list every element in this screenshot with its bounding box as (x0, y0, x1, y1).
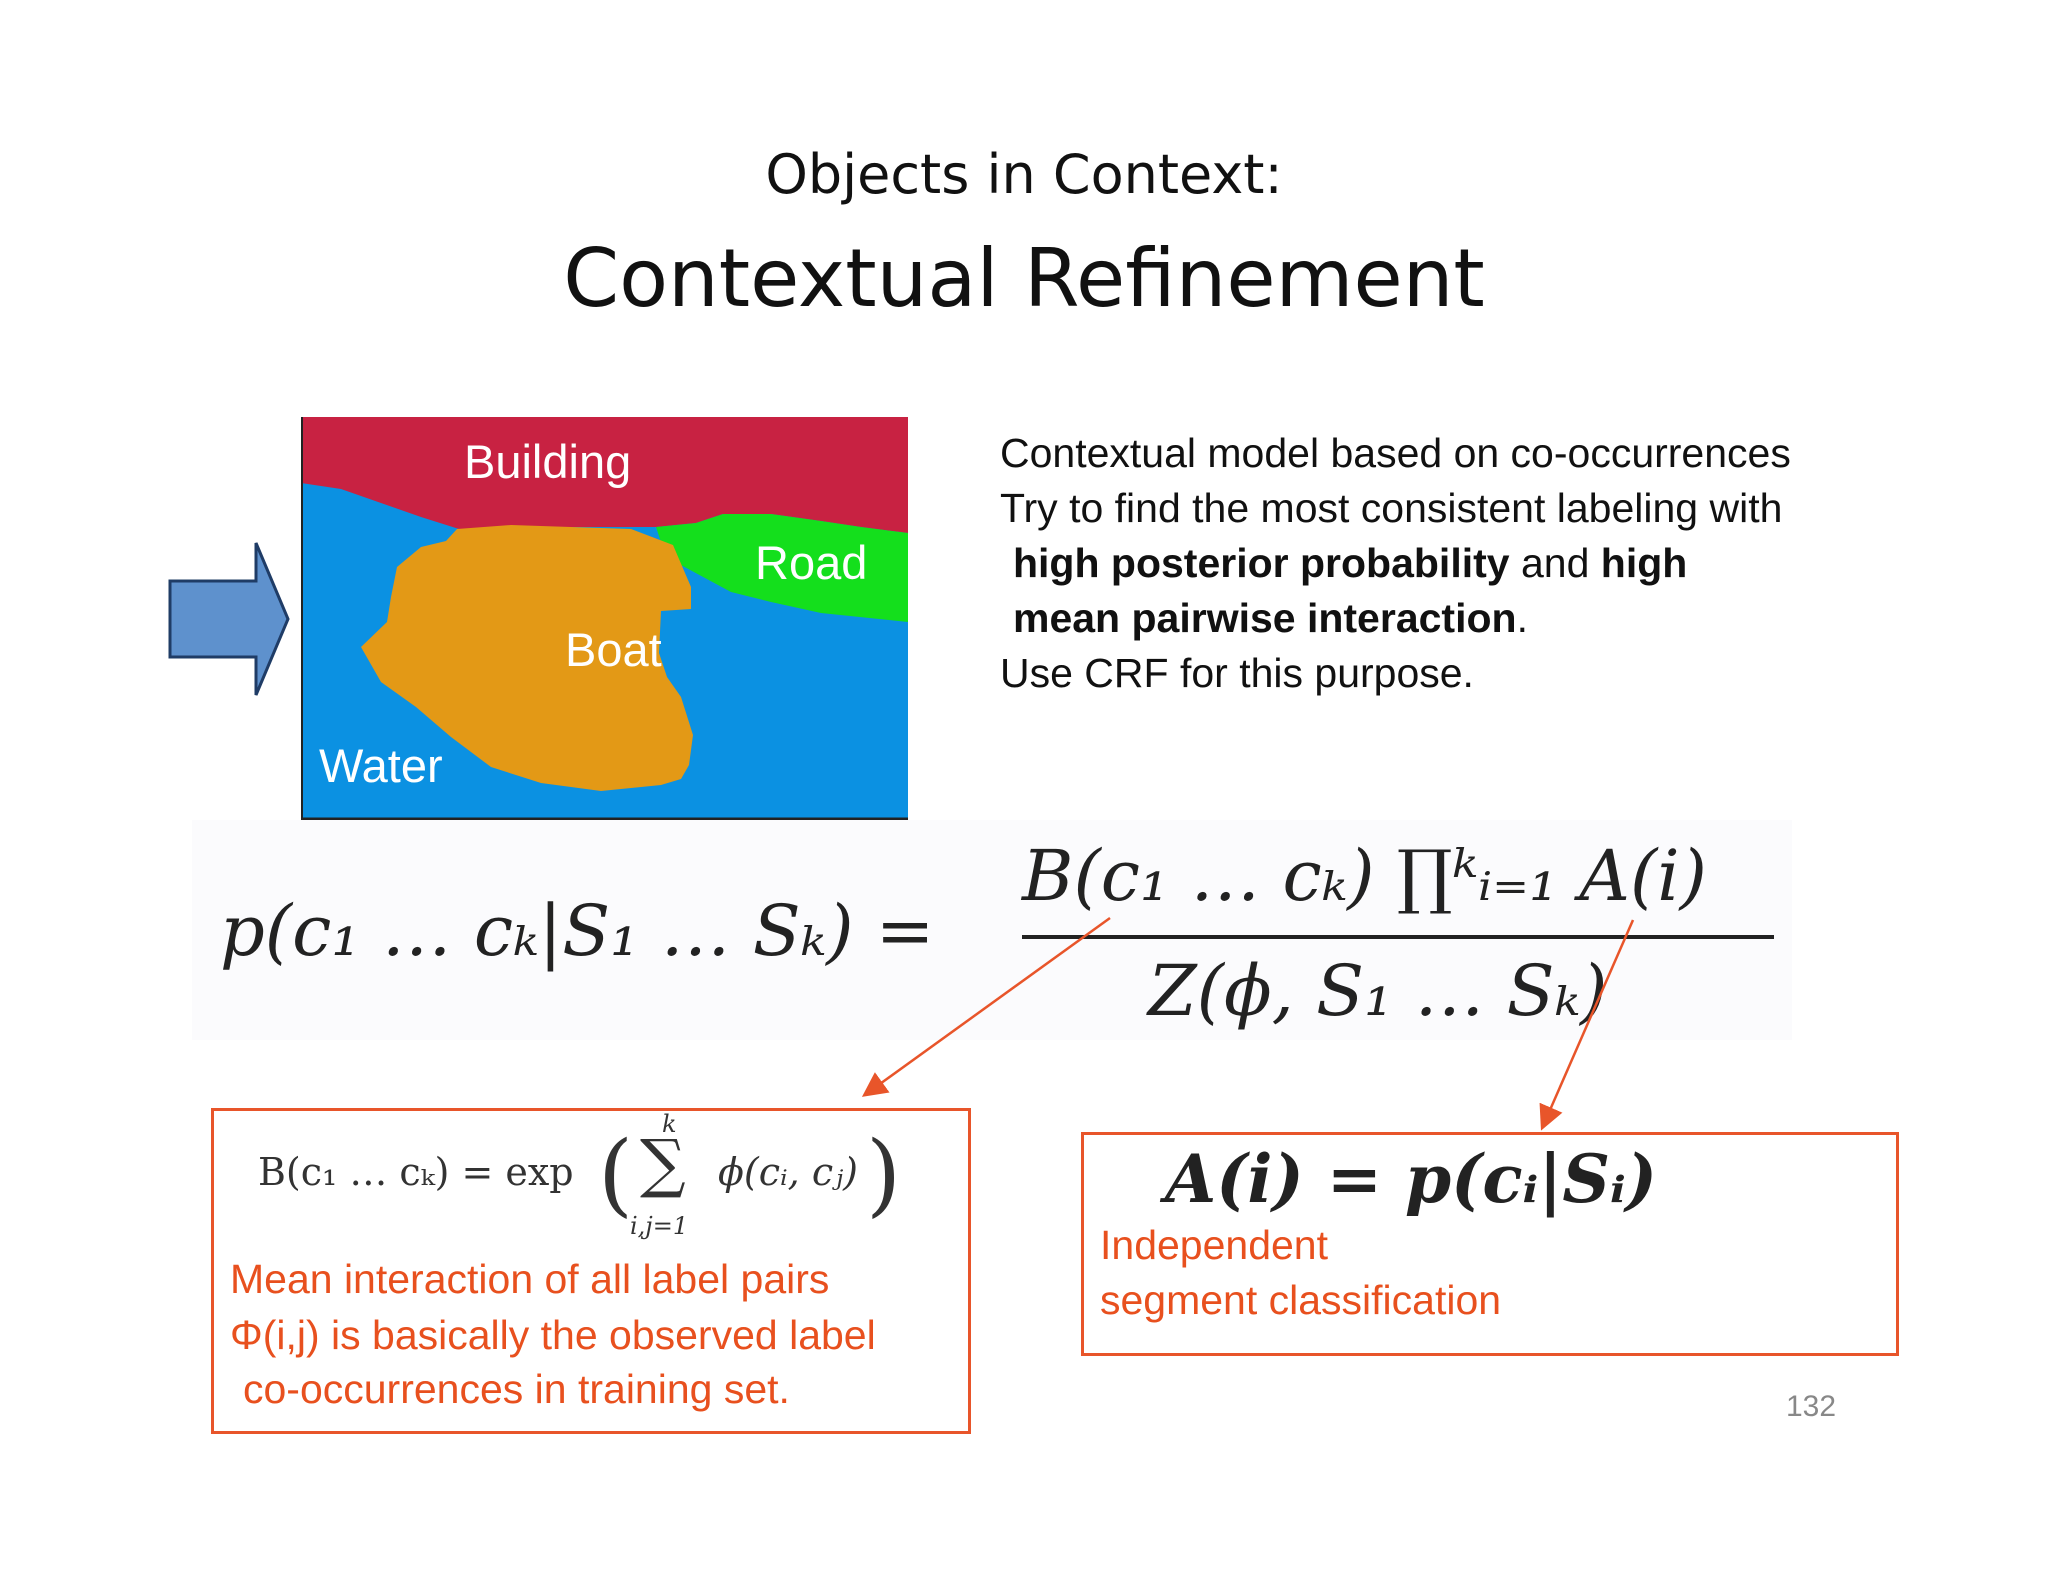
pairwise-term: ϕ(cᵢ, cⱼ) (718, 1150, 858, 1194)
sum-lower-limit: i,j=1 (630, 1212, 689, 1240)
sum-icon: ∑ (640, 1127, 686, 1201)
fraction-bar (1022, 935, 1774, 939)
description-line3: high posterior probability and high (1000, 536, 1791, 591)
building-region (301, 417, 908, 537)
right-paren-icon: ) (866, 1122, 902, 1227)
boat-region (361, 525, 693, 791)
bold-posterior: high posterior probability (1013, 540, 1510, 586)
description-line1: Contextual model based on co-occurrences (1000, 430, 1791, 476)
equation-denominator: Z(ϕ, S₁ … Sₖ) (1148, 950, 1608, 1032)
boat-label: Boat (565, 623, 662, 676)
segmentation-map (301, 417, 908, 821)
pairwise-box (211, 1108, 971, 1434)
building-label: Building (464, 435, 632, 488)
equation-numerator: B(c₁ … cₖ) ∏ᵏᵢ₌₁ A(i) (1022, 835, 1707, 917)
unary-formula: A(i) = p(cᵢ|Sᵢ) (1165, 1140, 1658, 1218)
description-line5: Use CRF for this purpose. (1000, 650, 1474, 696)
road-region (656, 514, 908, 622)
description-line2: Try to find the most consistent labeling… (1000, 485, 1783, 531)
line3-mid: and (1509, 540, 1601, 586)
description-text: Contextual model based on co-occurrences… (1000, 426, 1791, 701)
left-paren-icon: ( (598, 1122, 634, 1227)
pairwise-formula-lhs: B(c₁ … cₖ) = exp (258, 1150, 574, 1194)
bold-high: high (1600, 540, 1688, 586)
road-label: Road (755, 536, 868, 589)
unary-line1: Independent (1100, 1222, 1329, 1268)
pairwise-line1: Mean interaction of all label pairs (230, 1256, 830, 1302)
pairwise-line2: Φ(i,j) is basically the observed label (230, 1312, 876, 1358)
slide-title-line1: Objects in Context: (765, 143, 1283, 206)
page-number: 132 (1786, 1390, 1837, 1423)
bold-pairwise: mean pairwise interaction (1013, 595, 1517, 641)
equation-lhs: p(c₁ … cₖ|S₁ … Sₖ) = (220, 890, 935, 972)
water-label: Water (319, 739, 443, 792)
unary-box (1081, 1132, 1899, 1356)
unary-line2: segment classification (1100, 1277, 1502, 1323)
right-arrow-icon (168, 542, 290, 696)
line4-end: . (1516, 595, 1528, 641)
pairwise-line3: co-occurrences in training set. (243, 1366, 790, 1412)
description-line4: mean pairwise interaction. (1000, 591, 1791, 646)
sum-upper-limit: k (662, 1110, 677, 1138)
slide-title-line2: Contextual Refinement (563, 232, 1485, 325)
